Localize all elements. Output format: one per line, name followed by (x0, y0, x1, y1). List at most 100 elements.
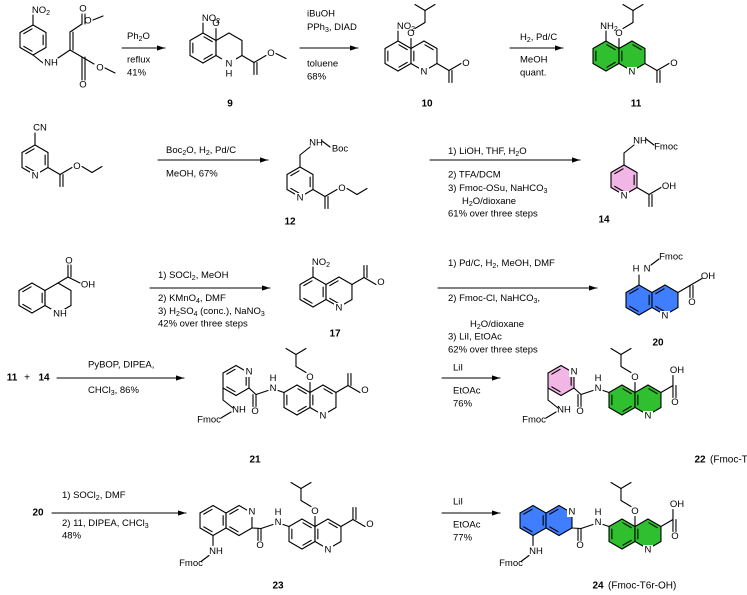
amine: NH (309, 138, 323, 149)
atom-label: N (275, 517, 282, 528)
nitro-group: NO2 (397, 21, 415, 34)
reaction-condition: 41% (127, 68, 147, 79)
reaction-condition: reflux (127, 55, 150, 66)
atom-label: N (595, 383, 602, 394)
reaction-condition: CHCl3, 86% (88, 385, 139, 398)
compound-label: 20 (652, 338, 664, 349)
compound-label: 10 (421, 99, 433, 110)
atom-label: O (631, 372, 638, 383)
reaction-condition: 2) KMnO4, DMF (158, 293, 226, 306)
atom-label: OH (662, 181, 676, 192)
compound-label: 17 (329, 329, 341, 340)
compound-label: 11 (631, 99, 642, 110)
reaction-condition: H2O/dioxane (470, 319, 524, 332)
atom-label: H (275, 507, 282, 518)
atom-label: H (270, 373, 277, 384)
atom-label: N (246, 367, 253, 378)
atom-label: O (251, 406, 258, 417)
atom-label: O (670, 58, 677, 69)
atom-label: O (407, 28, 414, 39)
reaction-condition: 1) SOCl2, DMF (62, 490, 126, 503)
atom-label: O (65, 256, 72, 267)
plus-sign: + (24, 373, 30, 384)
atom-label: O (361, 385, 368, 396)
reaction-condition: 62% over three steps (448, 345, 538, 356)
amine: NH (633, 136, 647, 147)
compound-label: 24 (592, 581, 604, 592)
reaction-condition: 68% (307, 72, 327, 83)
atom-label: O (73, 161, 80, 172)
protecting-group: Fmoc (499, 558, 523, 569)
reaction-condition: LiI (453, 497, 463, 508)
atom-label: O (462, 58, 469, 69)
atom-label: O (576, 540, 583, 551)
reaction-condition: 2) TFA/DCM (448, 170, 501, 181)
reaction-condition: LiI (453, 363, 463, 374)
reaction-condition: 76% (453, 399, 473, 410)
protecting-group: Fmoc (654, 142, 678, 153)
reaction-arrow-2: iBuOH PPh3, DIAD toluene 68% (299, 9, 359, 83)
reaction-condition: 1) Pd/C, H2, MeOH, DMF (448, 258, 555, 271)
atom-label: OH (670, 499, 684, 510)
atom-label: O (671, 397, 678, 408)
compound-label: 12 (284, 217, 296, 228)
atom-label: N (270, 383, 277, 394)
atom-label: OH (81, 280, 95, 291)
atom-label: H (595, 373, 602, 384)
protecting-group: Boc (332, 144, 349, 155)
atom-label: OH (701, 271, 715, 282)
reaction-condition: 2) Fmoc-Cl, NaHCO3, (448, 293, 540, 306)
compound-label: 14 (598, 215, 610, 226)
reaction-condition: 1) SOCl2, MeOH (158, 270, 229, 283)
nitrile-group: CN (33, 123, 47, 134)
reaction-condition: 48% (62, 531, 82, 542)
atom-label: N (297, 193, 304, 204)
amine: NH (209, 546, 223, 557)
compound-name: (Fmoc-T6f-OH) (710, 455, 747, 466)
atom-label: O (366, 519, 373, 530)
reaction-condition: 3) LiI, EtOAc (448, 332, 502, 343)
atom-label: O (79, 80, 86, 91)
amine: NH (232, 405, 246, 416)
atom-label: N (569, 507, 576, 518)
reaction-condition: H2, Pd/C (520, 32, 557, 45)
atom-label: O (79, 4, 86, 15)
reaction-condition: EtOAc (453, 386, 481, 397)
reaction-condition: toluene (307, 59, 338, 70)
reaction-condition: PPh3, DIAD (307, 22, 357, 35)
atom-label: O (306, 372, 313, 383)
compound-label: 11 (7, 373, 18, 384)
atom-label: N (645, 411, 652, 422)
atom-label: OH (670, 365, 684, 376)
compound-label: 9 (227, 99, 233, 110)
atom-label: O (338, 183, 345, 194)
reaction-condition: iBuOH (307, 9, 335, 20)
reaction-condition: EtOAc (453, 520, 481, 531)
compound-label: 20 (32, 508, 44, 519)
atom-label: N (421, 67, 428, 78)
atom-label: O (267, 48, 274, 59)
reaction-condition: quant. (520, 68, 546, 79)
atom-label: O (631, 506, 638, 517)
atom-label: O (96, 63, 103, 74)
compound-label: 23 (272, 581, 284, 592)
atom-label: N (320, 411, 327, 422)
reaction-condition: MeOH (520, 55, 548, 66)
nitro-group: NO2 (32, 5, 50, 18)
reaction-reactant-10: 20 (32, 508, 44, 519)
compound-name: (Fmoc-T6r-OH) (608, 581, 676, 592)
atom-label: N (621, 191, 628, 202)
atom-label: N (629, 67, 636, 78)
atom-label: O (615, 28, 622, 39)
